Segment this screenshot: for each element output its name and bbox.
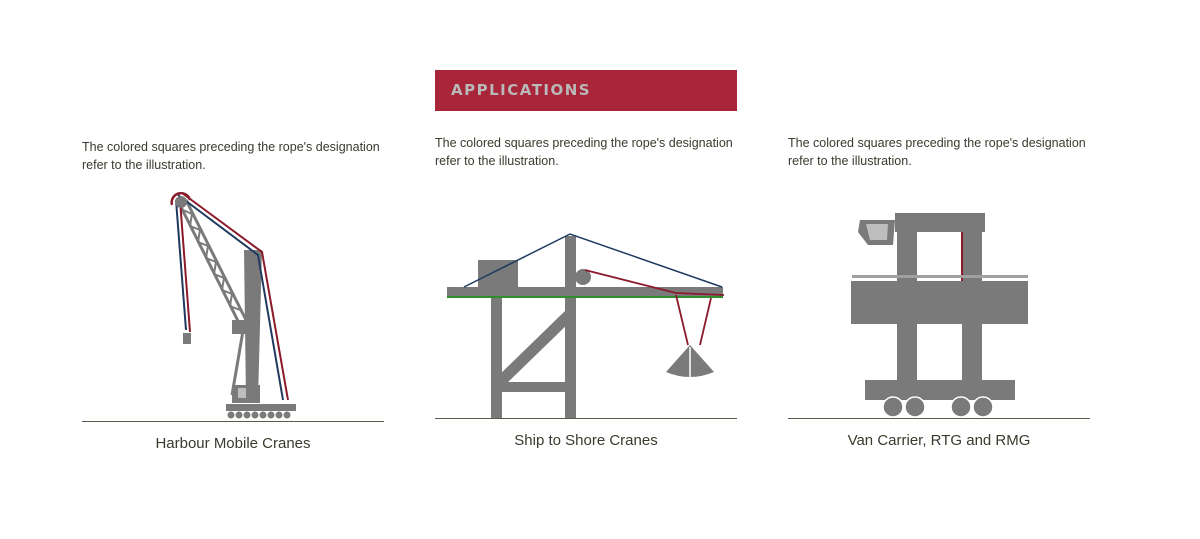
van-carrier-illustration: [851, 213, 1028, 418]
panel-3-description: The colored squares preceding the rope's…: [788, 136, 1086, 168]
panel-1-description: The colored squares preceding the rope's…: [82, 140, 380, 172]
panel-3-ground-line: [788, 418, 1090, 419]
harbour-mobile-crane-illustration: [170, 191, 296, 419]
panel-1-ground-line: [82, 421, 384, 422]
panel-2-ground-line: [435, 418, 737, 419]
applications-banner: APPLICATIONS: [435, 70, 737, 111]
panel-2-caption: Ship to Shore Cranes: [514, 432, 658, 449]
ship-to-shore-crane-illustration: [447, 233, 725, 418]
panel-1-caption: Harbour Mobile Cranes: [155, 435, 311, 452]
panel-3-caption: Van Carrier, RTG and RMG: [847, 432, 1031, 449]
panel-2-description: The colored squares preceding the rope's…: [435, 136, 733, 168]
banner-title: APPLICATIONS: [451, 81, 592, 99]
